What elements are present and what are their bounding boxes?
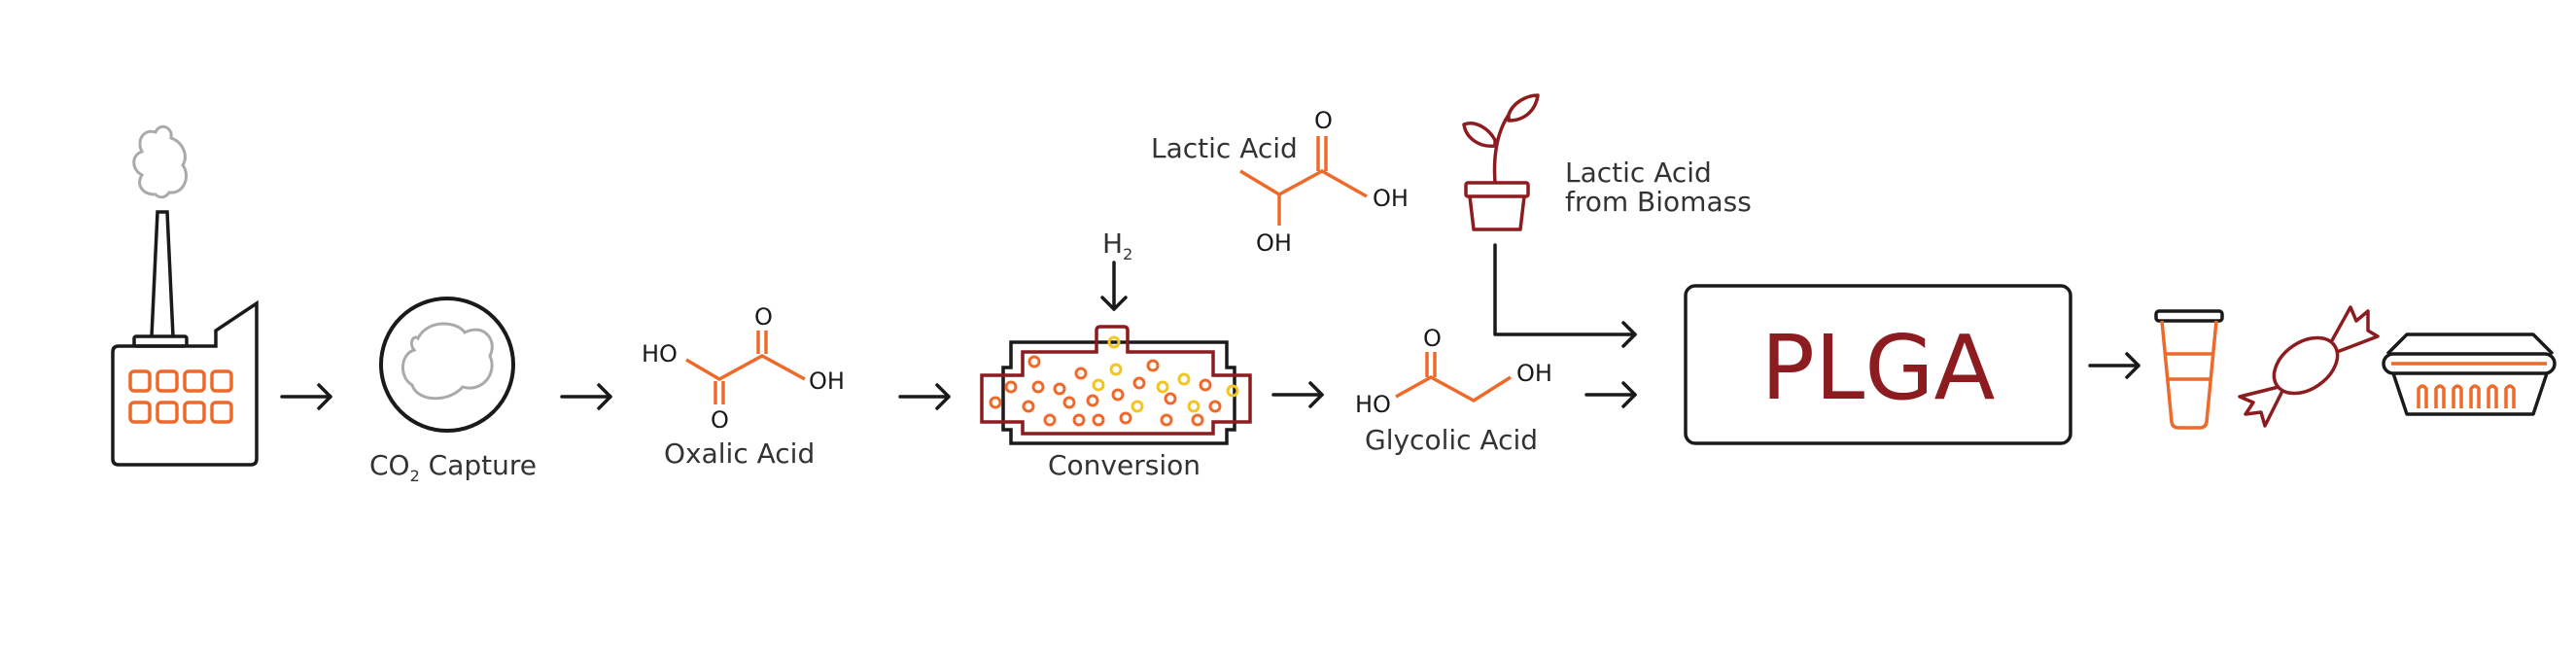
plant-pot-icon [1462, 93, 1540, 231]
oxalic-label: Oxalic Acid [664, 438, 815, 470]
glycolic-acid-molecule: O HO OH [1355, 325, 1552, 418]
plga-box [1684, 284, 2072, 445]
glycolic-ho: HO [1355, 391, 1391, 418]
oxalic-ho: HO [642, 340, 678, 368]
pot-rim [1464, 181, 1530, 198]
candy-wrapper-right [2329, 305, 2380, 354]
factory-icon [111, 124, 259, 467]
chimney [150, 210, 175, 337]
smoke-cloud-icon [132, 124, 188, 199]
glycolic-o-top: O [1423, 325, 1442, 352]
candy-icon [2238, 305, 2380, 428]
arrow-right-icon [280, 383, 332, 410]
reactor-outer [1001, 340, 1236, 445]
oxalic-o-top: O [754, 303, 773, 331]
container-rim [2382, 352, 2557, 375]
oxalic-oh: OH [809, 368, 845, 395]
container-lid [2385, 332, 2555, 356]
food-container-icon [2382, 332, 2557, 416]
arrow-right-icon [898, 383, 951, 410]
conversion-label: Conversion [1048, 449, 1201, 481]
lactic-o-top: O [1314, 107, 1333, 134]
arrow-right-icon [2088, 352, 2141, 379]
arrow-down-icon [1100, 261, 1128, 311]
leaf-right [1507, 93, 1540, 122]
pot-body [1468, 195, 1526, 231]
arrow-right-icon [1271, 381, 1324, 408]
glycolic-oh: OH [1516, 360, 1552, 387]
leaf-left [1462, 122, 1497, 148]
lactic-oh-right: OH [1373, 185, 1409, 212]
lactic-oh-bottom: OH [1256, 229, 1292, 257]
reactor-inner [980, 325, 1252, 436]
plga-label: PLGA [1761, 316, 1996, 420]
reactor-icon [980, 325, 1252, 445]
lactic-label: Lactic Acid [1151, 132, 1298, 164]
candy-wrapper-left [2238, 385, 2284, 428]
lactic-acid-molecule: O OH OH [1239, 107, 1409, 257]
factory-building [111, 299, 259, 467]
oxalic-acid-molecule: HO OH O O [642, 303, 845, 434]
h2-label: H2 [1102, 228, 1132, 263]
arrow-right-icon [1584, 381, 1637, 408]
container-base [2391, 372, 2549, 416]
factory-windows [128, 369, 233, 424]
cup-lid [2154, 309, 2224, 323]
oxalic-o-bottom: O [711, 406, 729, 434]
container-ribs [2417, 384, 2516, 408]
arrow-right-icon [560, 383, 612, 410]
cup-icon [2154, 309, 2224, 430]
captured-gas-cloud [401, 322, 494, 401]
biomass-connector-arrow [1493, 243, 1637, 348]
glycolic-label: Glycolic Acid [1365, 424, 1538, 456]
co2-capture-icon [379, 297, 515, 433]
reactor-particles [989, 335, 1239, 427]
cup-body [2160, 320, 2218, 430]
capture-label: CO2 Capture [369, 449, 537, 485]
